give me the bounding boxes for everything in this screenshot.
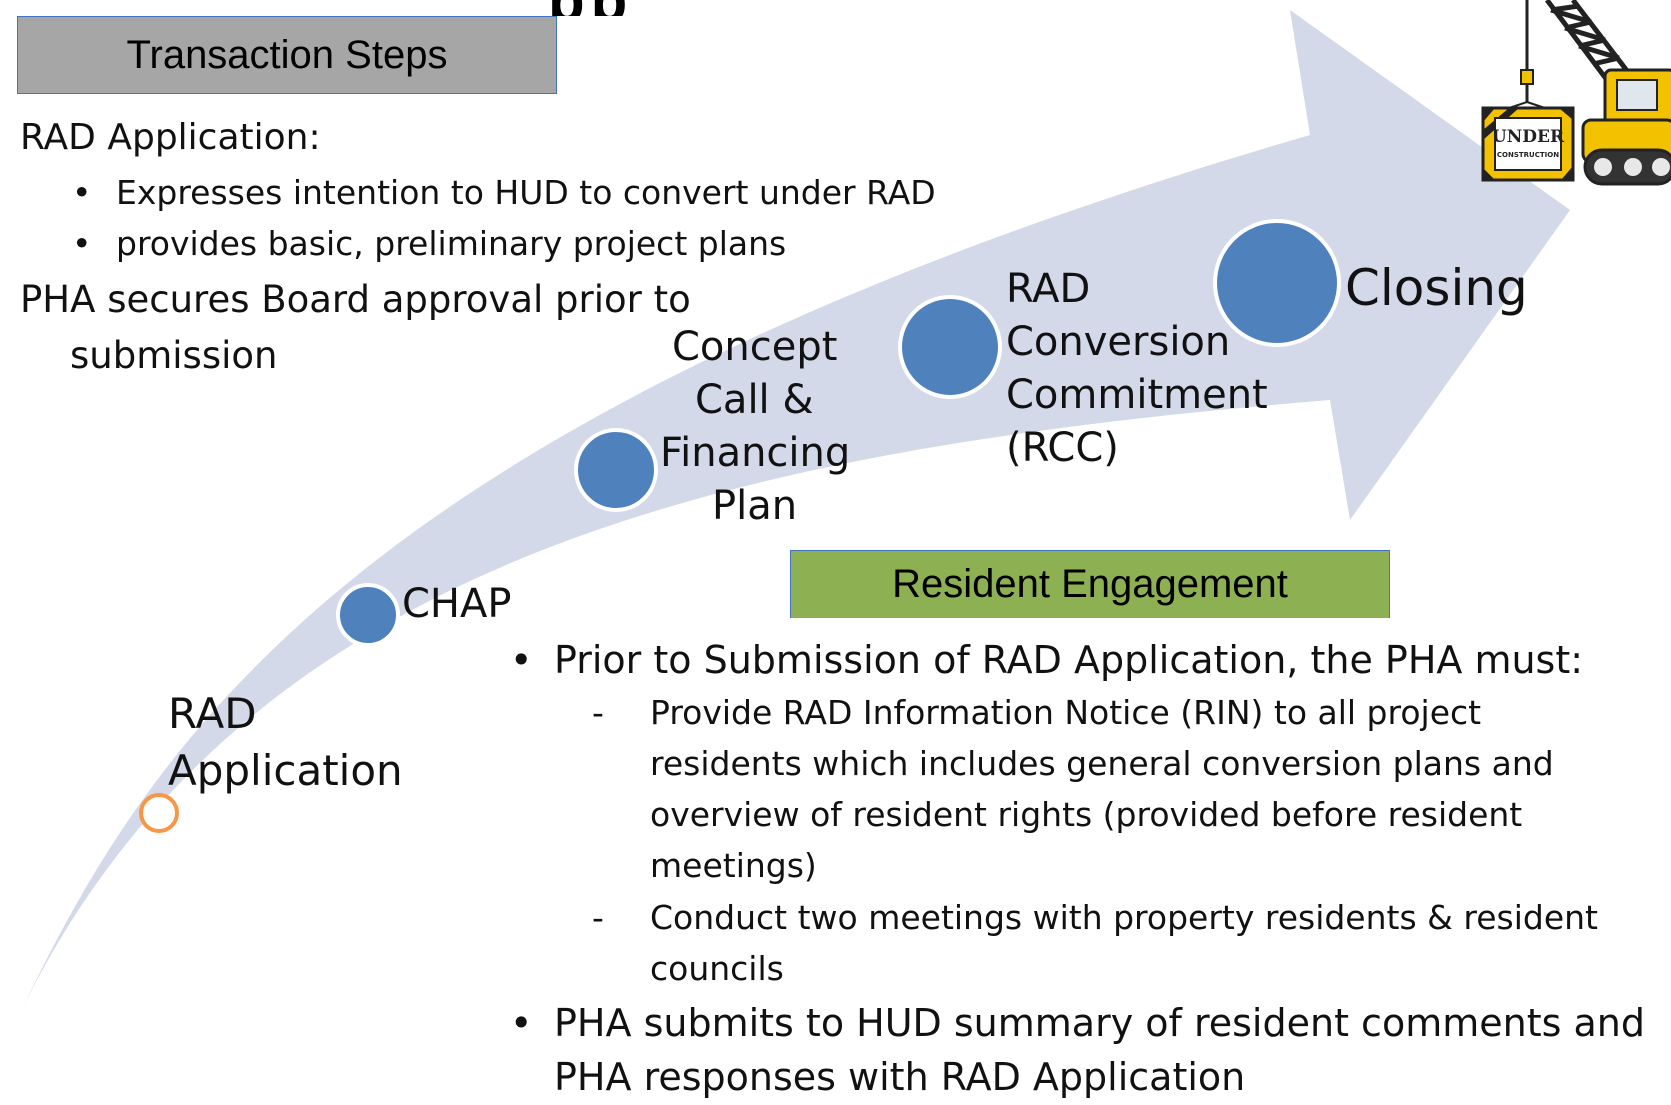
transaction-steps-header: Transaction Steps bbox=[17, 16, 557, 94]
svg-text:CONSTRUCTION: CONSTRUCTION bbox=[1497, 151, 1559, 159]
resident-sub-1-line-2: residents which includes general convers… bbox=[650, 744, 1554, 783]
resident-sub-1-line-4: meetings) bbox=[650, 846, 817, 885]
resident-bullet-1: Prior to Submission of RAD Application, … bbox=[510, 632, 1583, 688]
svg-text:UNDER: UNDER bbox=[1492, 127, 1565, 147]
resident-sub-1-line-1: Provide RAD Information Notice (RIN) to … bbox=[592, 688, 1481, 738]
step-label-concept-3: Financing bbox=[660, 430, 851, 476]
under-construction-crane-icon: UNDER CONSTRUCTION bbox=[1481, 0, 1671, 186]
under-construction-sign: UNDER CONSTRUCTION bbox=[1481, 106, 1575, 182]
transaction-bullet-2: provides basic, preliminary project plan… bbox=[72, 219, 786, 269]
resident-sub-1-line-3: overview of resident rights (provided be… bbox=[650, 795, 1523, 834]
step-label-rcc-1: RAD bbox=[1006, 266, 1091, 312]
transaction-bullet-1: Expresses intention to HUD to convert un… bbox=[72, 168, 936, 218]
step-label-chap: CHAP bbox=[402, 581, 512, 627]
step-label-rcc-4: (RCC) bbox=[1006, 425, 1119, 471]
resident-engagement-header: Resident Engagement bbox=[790, 550, 1390, 618]
step-label-rcc-3: Commitment bbox=[1006, 372, 1268, 418]
crane-body bbox=[1581, 68, 1671, 186]
board-approval-line-1: PHA secures Board approval prior to bbox=[20, 278, 691, 321]
step-label-rad-application-1: RAD bbox=[168, 689, 257, 738]
step-label-concept-4: Plan bbox=[712, 483, 798, 529]
resident-bullet-2-line-2: PHA responses with RAD Application bbox=[554, 1055, 1246, 1099]
resident-bullet-2-line-1: PHA submits to HUD summary of resident c… bbox=[510, 995, 1645, 1051]
board-approval-line-2: submission bbox=[70, 334, 278, 377]
crane-boom bbox=[1545, 0, 1633, 82]
rad-application-heading: RAD Application: bbox=[20, 117, 321, 158]
resident-sub-2-line-2: councils bbox=[650, 949, 784, 988]
step-label-concept-2: Call & bbox=[695, 377, 814, 423]
step-label-rad-application-2: Application bbox=[168, 746, 403, 795]
step-label-closing: Closing bbox=[1345, 259, 1528, 317]
step-label-concept-1: Concept bbox=[672, 324, 838, 370]
step-label-rcc-2: Conversion bbox=[1006, 319, 1231, 365]
slide-title-fragment: pp bbox=[548, 0, 668, 16]
arrow-body bbox=[12, 10, 1570, 1030]
crane-hook bbox=[1520, 69, 1534, 85]
resident-sub-2-line-1: Conduct two meetings with property resid… bbox=[592, 893, 1598, 943]
